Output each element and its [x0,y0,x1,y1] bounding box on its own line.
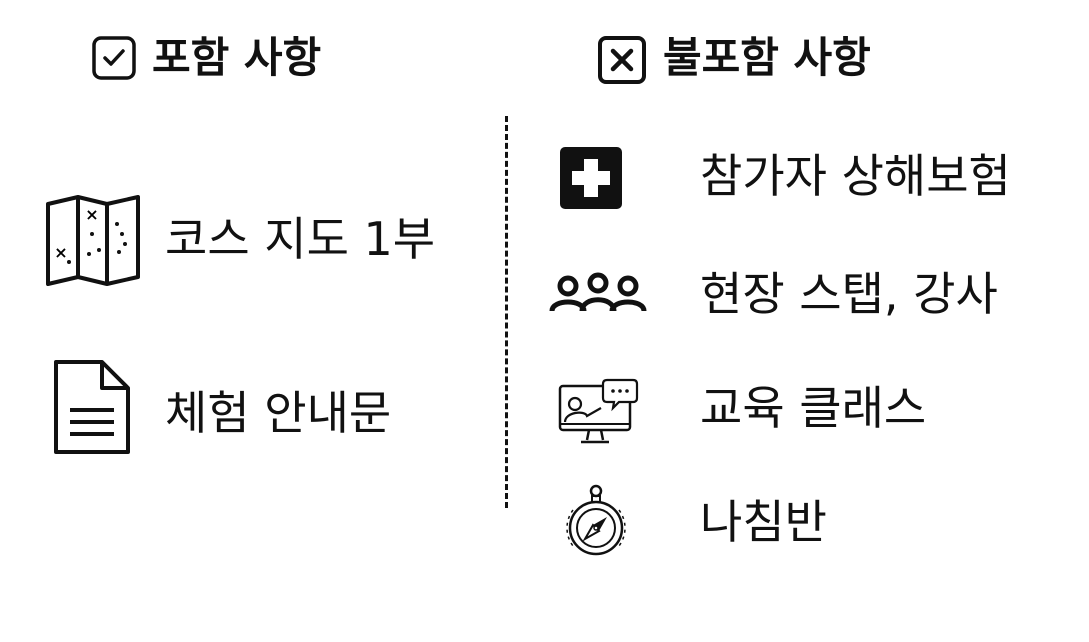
treasure-map-icon: × × [45,194,141,286]
excluded-item-compass: 나침반 [700,495,827,549]
excluded-item-insurance: 참가자 상해보험 [700,149,1011,203]
first-aid-cross-icon [558,145,624,211]
compass-icon [563,484,629,560]
included-item-course-map: 코스 지도 1부 [165,212,436,266]
document-icon [52,358,132,456]
checkbox-check-icon [91,35,137,81]
excluded-title: 불포함 사항 [663,33,871,82]
included-item-guide: 체험 안내문 [165,386,392,440]
people-group-icon [549,272,647,313]
svg-text:×: × [54,243,67,262]
online-class-icon [557,376,641,448]
included-title: 포함 사항 [152,33,322,82]
svg-text:×: × [85,205,98,224]
checkbox-x-icon [597,35,647,85]
excluded-item-class: 교육 클래스 [700,381,927,435]
excluded-item-staff: 현장 스탭, 강사 [700,267,998,321]
section-divider [505,116,508,508]
